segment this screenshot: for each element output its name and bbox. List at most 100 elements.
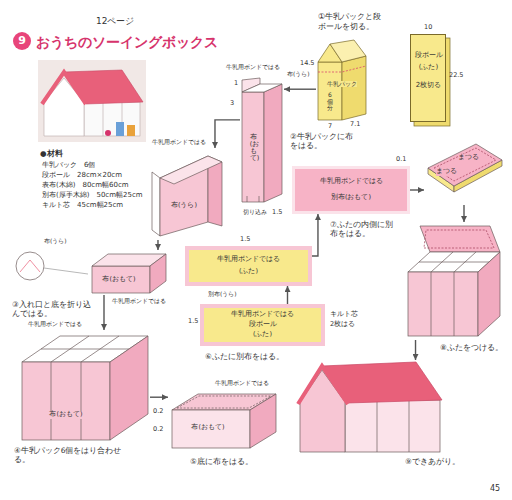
product-photo — [42, 72, 86, 104]
carton-with-fabric — [264, 84, 282, 202]
product-photo — [127, 125, 135, 136]
material-item: 表布(木綿) 80cm幅60cm — [42, 181, 129, 189]
finished-house: ⑨できあがり。 — [290, 360, 445, 455]
note: 牛乳用ボンドではる — [152, 139, 206, 146]
flow-arrow — [463, 205, 464, 222]
box-with-lid — [424, 230, 494, 248]
node-text: 布(おもて) — [49, 411, 82, 418]
six-carton-block — [22, 362, 110, 440]
product-photo — [38, 60, 146, 142]
note: 2枚はる — [330, 321, 355, 328]
finished-house — [298, 362, 442, 452]
node-text: まつる — [436, 168, 457, 175]
note: キルト芯 — [330, 311, 358, 318]
box-bottom: 布(おもて) — [168, 390, 278, 450]
lid-panel: 牛乳用ボンドではる(ふた) — [185, 246, 312, 286]
box-with-lid: ⑧ふたをつける。 — [402, 222, 506, 340]
product-photo — [84, 102, 140, 136]
note: 牛乳用ボンドではる — [226, 64, 280, 71]
note: 牛乳用ボンドではる — [215, 380, 269, 387]
folded-carton — [16, 252, 44, 280]
carton-with-fabric — [242, 92, 264, 202]
finished-house — [377, 400, 378, 452]
node-text: 布(おもて) — [102, 276, 135, 283]
dimension: 10 — [424, 24, 432, 31]
node-text: 段ボール — [415, 51, 443, 59]
note: 切り込み — [243, 209, 267, 216]
dimension: 0.2 — [153, 426, 163, 433]
node-text: 2枚切る — [416, 81, 441, 89]
step-caption: ⑥ふたに別布をはる。 — [205, 352, 285, 361]
dimension: 0.2 — [153, 408, 163, 415]
note: 別布(うら) — [208, 291, 237, 298]
six-carton-block — [51, 362, 52, 440]
step-caption: ①牛乳パックと段ボールを切る。 — [318, 12, 388, 31]
dimension: 1 — [234, 80, 238, 87]
step-caption: ②牛乳パックに布をはる。 — [290, 132, 356, 150]
material-item: 牛乳パック 6個 — [42, 161, 95, 169]
flow-arrow — [415, 340, 416, 360]
step-caption: ③入れ口と底を折り込んではる。 — [12, 300, 92, 318]
dimension: 0.1 — [396, 156, 406, 163]
flow-arrow — [215, 120, 240, 148]
node-text: 6個分 — [327, 92, 333, 112]
carton-with-fabric — [247, 196, 248, 202]
box-bottom — [172, 410, 250, 448]
milk-carton — [318, 62, 342, 120]
node-text: 牛乳用ボンドではる — [231, 311, 294, 318]
node-text: (ふた) — [253, 331, 272, 338]
carton-with-fabric — [160, 156, 222, 184]
dimension: 7.1 — [350, 121, 360, 128]
box-with-lid — [408, 272, 478, 336]
folded-carton — [92, 266, 150, 293]
node-text: 牛乳用ボンドではる — [320, 178, 383, 185]
dimension: 1.5 — [240, 236, 250, 243]
badge-circle — [13, 32, 31, 50]
finished-house — [345, 400, 440, 452]
stitched-lid — [428, 144, 502, 192]
node-text: 牛乳用ボンドではる — [217, 256, 280, 263]
flow-arrow — [103, 295, 104, 330]
finished-house — [298, 366, 348, 404]
flow-arrow — [312, 214, 318, 256]
box-with-lid — [420, 226, 500, 252]
box-with-lid — [408, 226, 500, 336]
folded-carton — [16, 252, 166, 293]
materials-heading: ●材料 — [40, 150, 63, 159]
six-carton-block: 布(おもて) — [18, 330, 150, 442]
box-bottom — [250, 394, 276, 448]
folded-carton — [150, 254, 166, 293]
material-item: キルト芯 45cm幅25cm — [42, 201, 123, 209]
box-with-lid — [478, 252, 500, 336]
lid-lining: 牛乳用ボンドではる別布(おもて) — [292, 166, 410, 214]
stitched-lid — [434, 148, 496, 181]
node-text: 別布(おもて) — [331, 194, 371, 201]
page-ref: 12ページ — [96, 16, 134, 26]
step-caption: ⑦ふたの内側に別布をはる。 — [330, 220, 398, 238]
milk-carton — [318, 66, 366, 72]
box-bottom — [172, 394, 276, 448]
six-carton-block — [81, 362, 82, 440]
box-with-lid — [454, 272, 455, 336]
flow-arrow — [410, 189, 424, 190]
six-carton-block — [41, 349, 129, 350]
node-text: (ふた) — [419, 63, 438, 71]
product-photo — [105, 130, 111, 136]
product-photo — [103, 102, 104, 136]
finished-house — [322, 362, 442, 403]
note: 牛乳用ボンドではる — [28, 321, 82, 328]
carton-with-fabric — [152, 156, 222, 236]
page-number: 45 — [490, 484, 500, 493]
product-photo — [116, 122, 124, 136]
six-carton-block — [22, 336, 148, 440]
node-text: ⑧ふたをつける。 — [440, 344, 503, 353]
lid-panel: 牛乳用ボンドではる段ボール(ふた) — [200, 304, 325, 346]
flow-arrow — [150, 397, 168, 398]
node-text: まつる — [458, 154, 479, 161]
finished-house — [409, 400, 410, 452]
flow-arrow — [157, 240, 158, 250]
node-text: 布(おもて) — [191, 424, 224, 431]
step-caption: ④牛乳パック6個をはり合わせる。 — [14, 446, 126, 464]
dimension: 1.5 — [272, 209, 282, 216]
